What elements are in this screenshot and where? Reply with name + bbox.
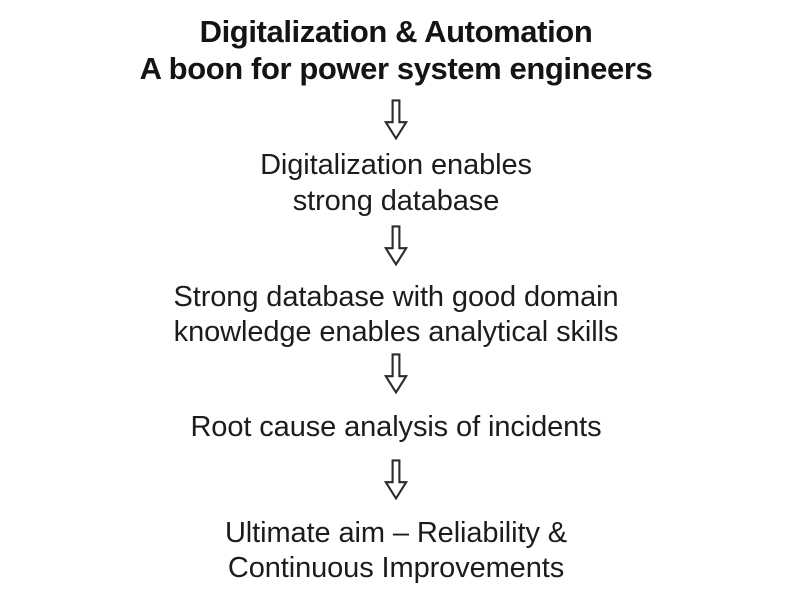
down-arrow-outline-icon xyxy=(384,99,408,141)
flow-step-2: Strong database with good domain knowled… xyxy=(174,280,619,351)
flow-arrow-3-row xyxy=(0,353,792,394)
flow-arrow-1-row xyxy=(0,99,792,141)
flow-step-1: Digitalization enables strong database xyxy=(260,148,532,219)
flow-step-3: Root cause analysis of incidents xyxy=(190,410,601,445)
page-title: Digitalization & Automation A boon for p… xyxy=(140,14,653,87)
down-arrow-outline-icon xyxy=(384,353,408,394)
title-line-1: Digitalization & Automation xyxy=(199,14,593,49)
flow-step-4-line-1: Ultimate aim – Reliability & xyxy=(224,517,568,550)
title-line-2: A boon for power system engineers xyxy=(139,50,653,86)
flow-step-1-line-2: strong database xyxy=(292,184,500,217)
down-arrow-outline-icon xyxy=(384,459,408,501)
flow-step-4: Ultimate aim – Reliability & Continuous … xyxy=(225,516,567,587)
flow-step-2-line-1: Strong database with good domain xyxy=(173,280,619,313)
flow-step-2-line-2: knowledge enables analytical skills xyxy=(173,316,619,349)
flow-step-3-line-1: Root cause analysis of incidents xyxy=(190,410,602,443)
down-arrow-outline-icon xyxy=(384,225,408,266)
flow-arrow-4-row xyxy=(0,459,792,501)
flow-step-4-line-2: Continuous Improvements xyxy=(227,552,565,585)
flow-arrow-2-row xyxy=(0,225,792,266)
flow-step-1-line-1: Digitalization enables xyxy=(260,149,532,182)
